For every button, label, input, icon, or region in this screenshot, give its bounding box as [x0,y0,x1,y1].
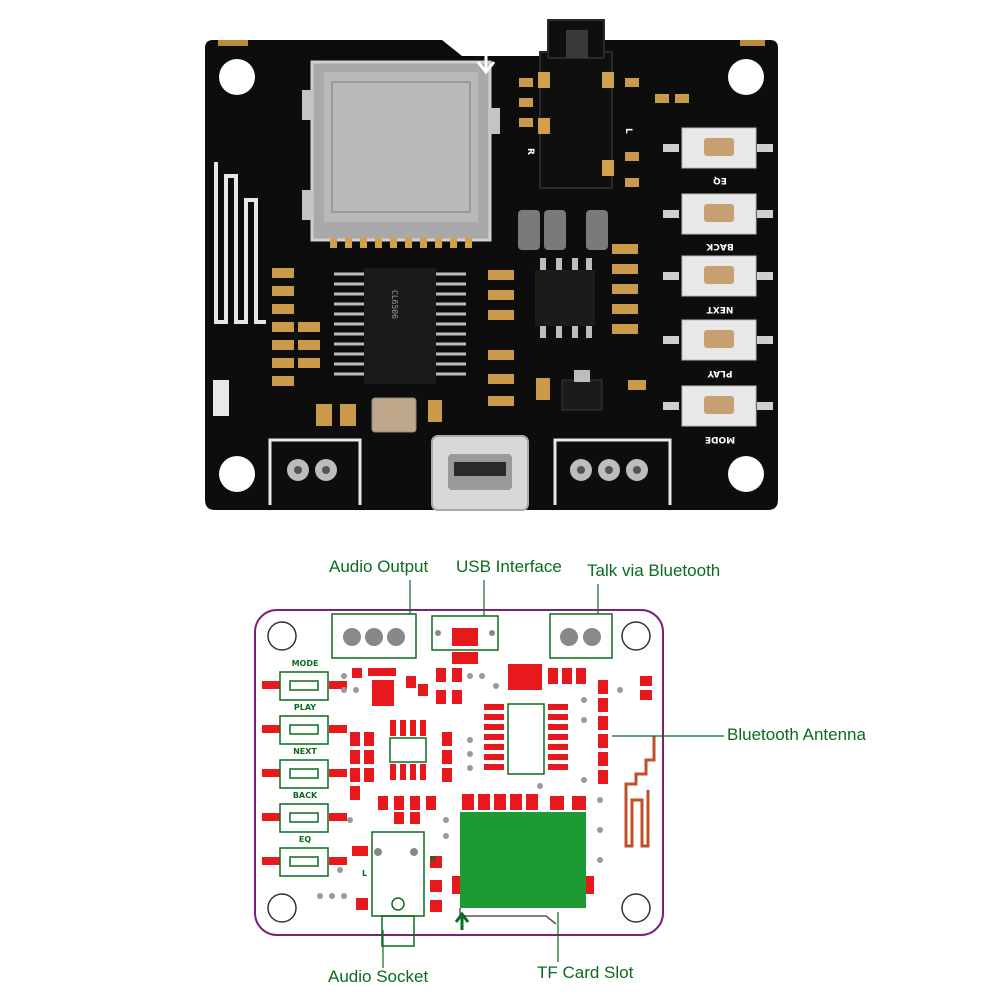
vias [317,673,623,899]
photo-button-back: BACK [663,193,773,251]
micro-usb-photo [431,435,529,511]
photo-button-next: NEXT [663,255,773,314]
jack-label-l: L [623,128,633,134]
callout-bt-antenna: Bluetooth Antenna [727,725,867,744]
diagram-ic-small [389,720,427,780]
diagram-button-eq: EQ [262,835,347,877]
mount-hole [219,59,255,95]
photo-label-eq: EQ [713,175,727,185]
photo-label-play: PLAY [707,368,732,378]
layout-diagram: MODE PLAY NEXT BACK [254,609,664,947]
callout-tf-card-slot: TF Card Slot [537,963,634,982]
talk-terminal [549,613,613,659]
pcb-antenna [214,162,266,324]
soic-chip-photo [535,258,595,338]
mount-hole [728,59,764,95]
mount-hole [728,456,764,492]
headphone-jack-photo: R L [525,19,633,189]
diagram-button-mode: MODE [262,659,347,701]
tf-card-slot-photo [302,60,500,248]
diagram-jack-label-r: R [430,855,436,864]
callouts: Audio Output USB Interface Talk via Blue… [328,557,867,986]
chip-marking: CL6506 [390,290,399,319]
diagram-button-back: BACK [262,791,347,833]
diagram-label-back: BACK [293,791,318,800]
card-direction-arrow [476,52,496,75]
photo-label-back: BACK [705,241,733,251]
diagram-label-play: PLAY [294,703,316,712]
usb-interface [431,615,499,664]
callout-audio-output: Audio Output [329,557,429,576]
photo-label-next: NEXT [706,304,734,314]
diagram-button-play: PLAY [262,703,347,745]
diagram-label-next: NEXT [293,747,317,756]
diagram-label-mode: MODE [292,659,319,668]
bluetooth-antenna-trace [624,736,656,848]
diagram-label-eq: EQ [299,835,311,844]
jack-label-r: R [525,148,535,155]
mount-hole [219,456,255,492]
diagram-ic-main [484,703,568,775]
photo-label-mode: MODE [705,434,735,444]
crystal-photo [371,397,417,433]
tf-card-contacts [462,794,586,810]
callout-audio-socket: Audio Socket [328,967,428,986]
module-photo: R L EQ BACK [205,19,778,511]
tf-card-slot-diagram [452,812,594,930]
diagram-buttons: MODE PLAY NEXT BACK [262,659,347,877]
speaker-terminal-photo [268,438,362,505]
diagram-button-next: NEXT [262,747,347,789]
audio-socket-diagram: L R [362,831,436,947]
photo-button-mode: MODE [663,385,773,444]
callout-usb-interface: USB Interface [456,557,562,576]
mic-terminal-photo [553,438,672,505]
diagram-jack-label-l: L [362,869,367,878]
callout-talk-bluetooth: Talk via Bluetooth [587,561,720,580]
photo-buttons: EQ BACK NEXT PLAY [663,127,773,444]
photo-button-play: PLAY [663,319,773,378]
audio-output-terminal [331,613,417,659]
smd-pads [350,664,652,912]
main-ic-photo: CL6506 [334,268,466,384]
photo-button-eq: EQ [663,127,773,185]
